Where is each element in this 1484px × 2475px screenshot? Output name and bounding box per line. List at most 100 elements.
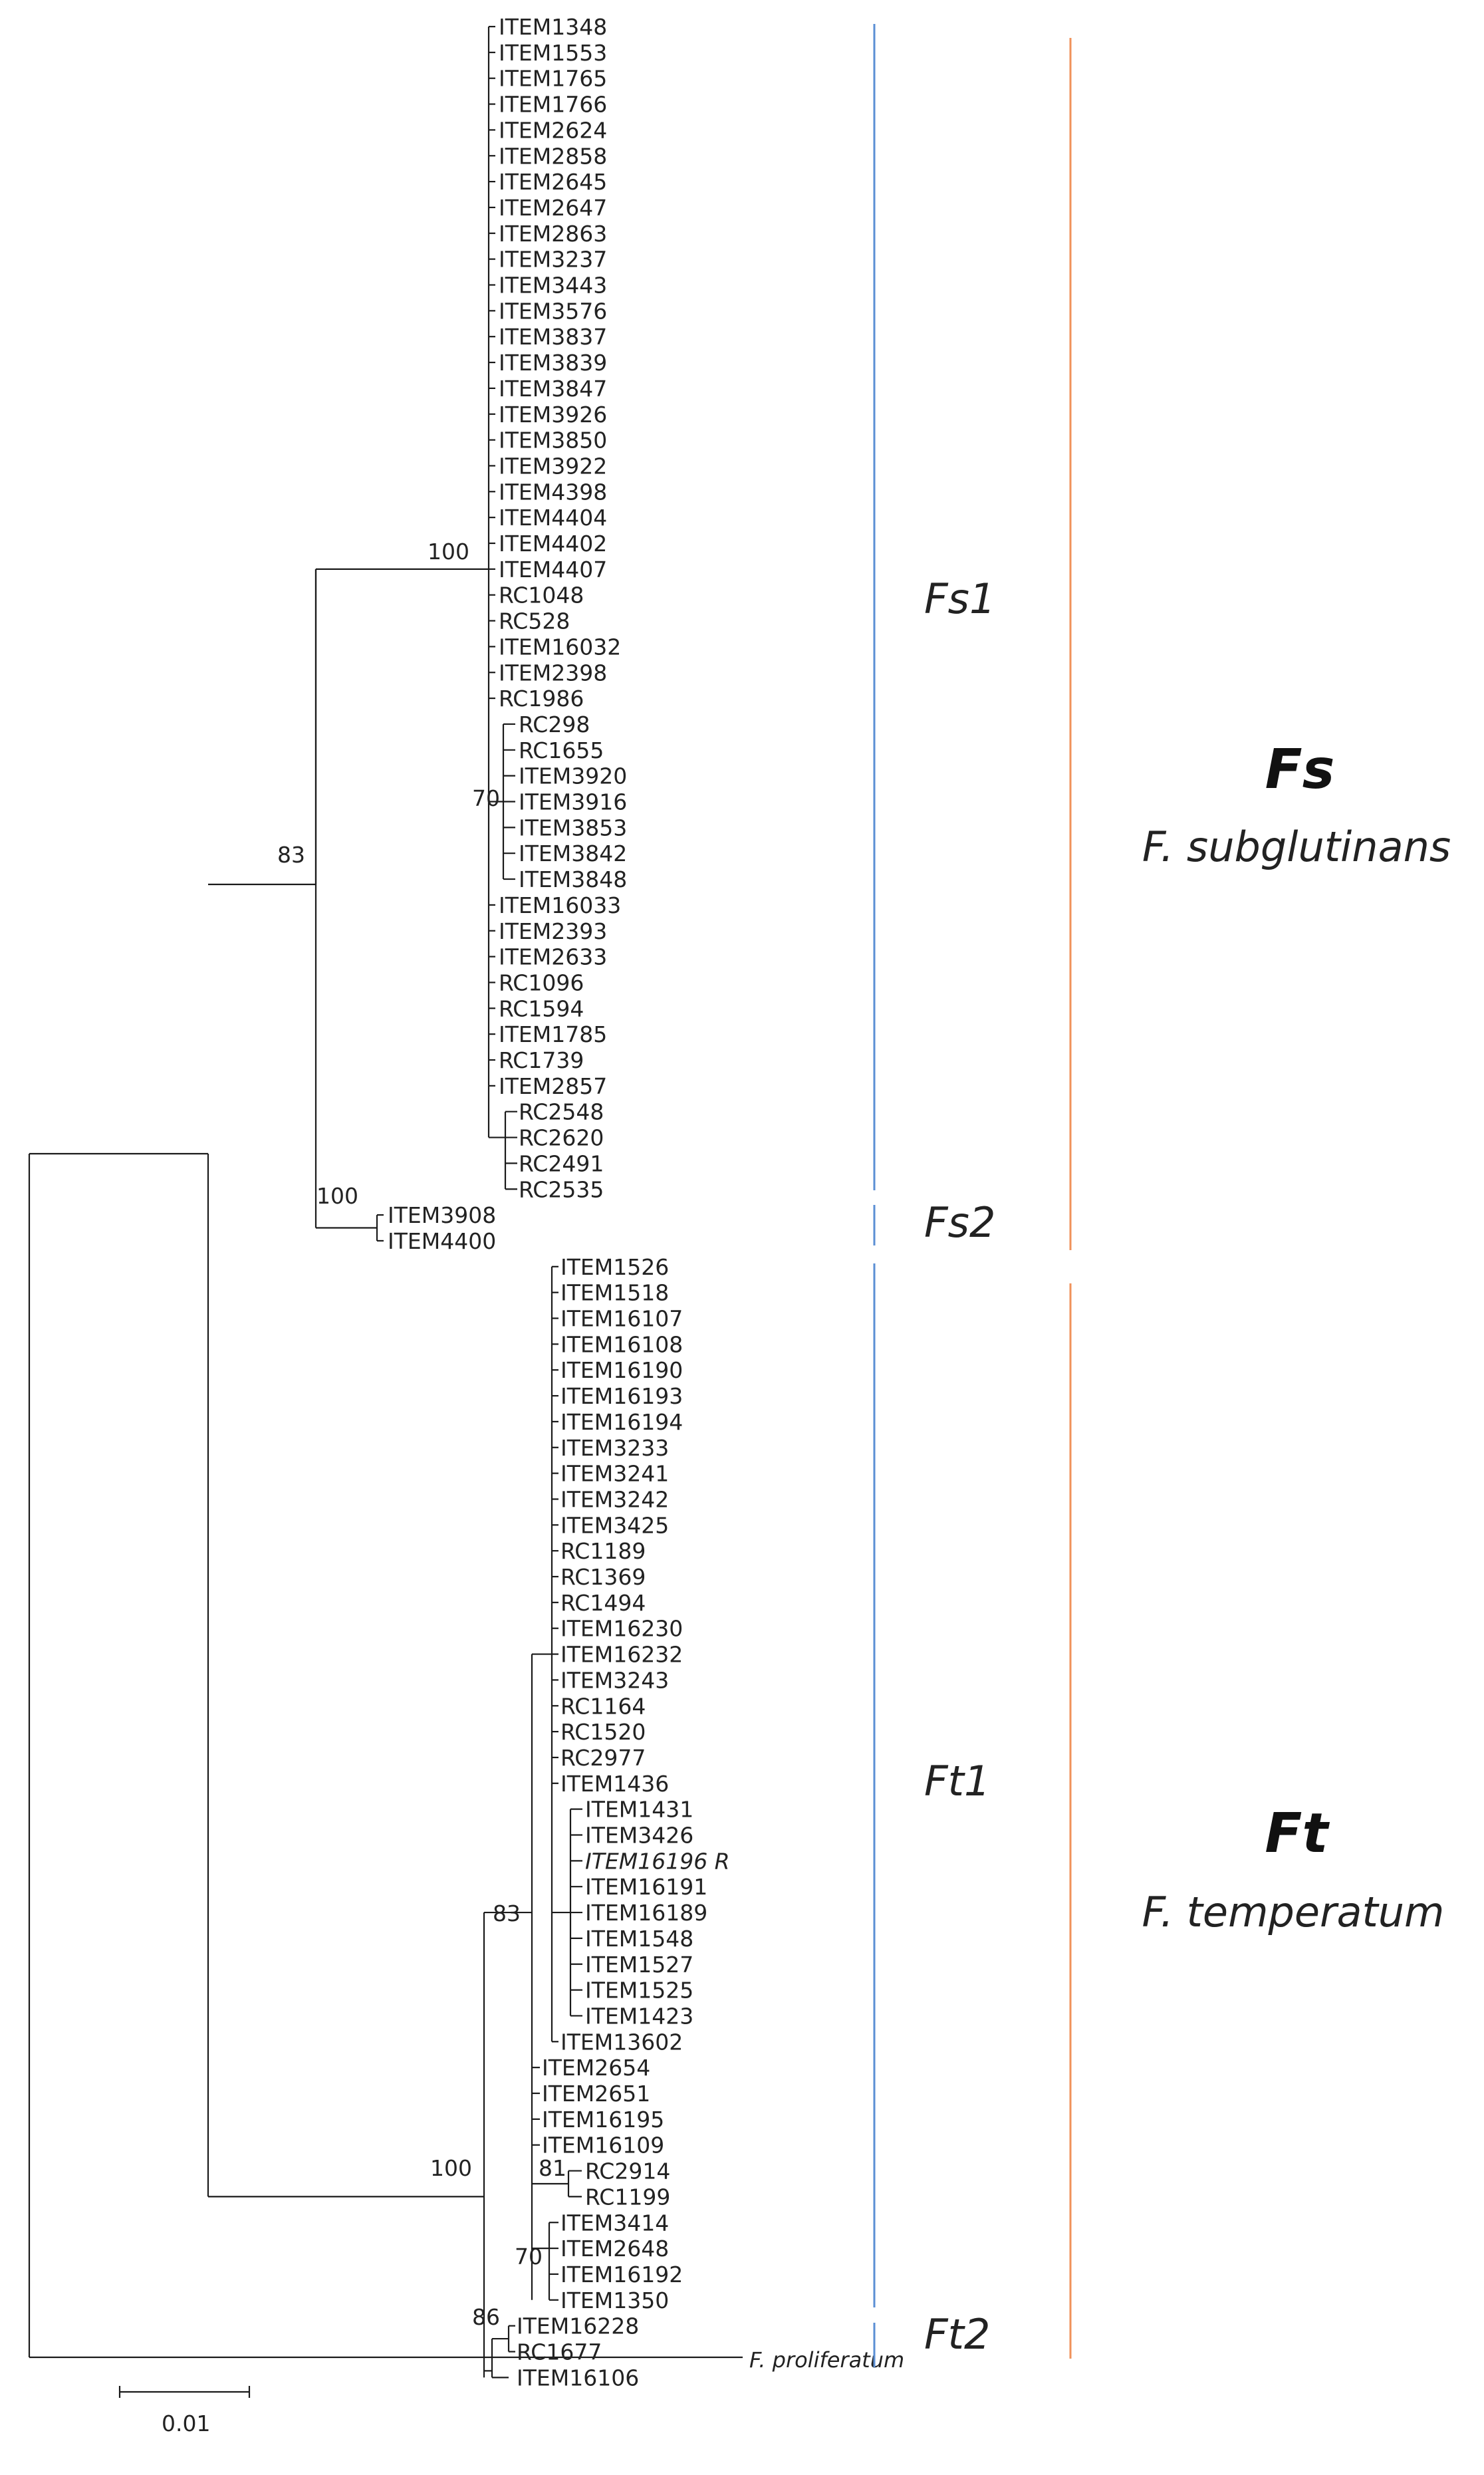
bootstrap-ft1-sub-a: 81 [539,2155,566,2181]
leaf-label: ITEM16032 [499,634,621,660]
leaf-label: RC2535 [519,1176,604,1202]
group-species-fs: F. subglutinans [1142,823,1451,871]
leaf-label: RC1677 [517,2339,602,2365]
leaf-label: ITEM3920 [519,763,627,789]
leaf-label: ITEM16189 [585,1900,707,1926]
leaf-label: ITEM2393 [499,918,607,944]
leaf-label: RC2491 [519,1150,604,1176]
leaf-label: ITEM1348 [499,14,607,40]
leaf-label: ITEM2648 [560,2236,669,2262]
leaf-label: RC1189 [560,1538,646,1564]
leaf-label: ITEM16195 [542,2107,664,2133]
leaf-label: RC1096 [499,970,584,995]
bootstrap-fs-node: 83 [277,842,305,868]
bootstrap-fs1-node: 100 [428,539,469,565]
leaf-label: ITEM3243 [560,1667,669,1693]
leaf-label: ITEM2633 [499,944,607,970]
leaf-label: ITEM1548 [585,1926,693,1952]
leaf-label: ITEM2624 [499,117,607,143]
leaf-label: ITEM13602 [560,2029,683,2055]
leaf-label: ITEM2651 [542,2081,650,2107]
leaf-label: RC298 [519,712,590,737]
leaf-label: RC1369 [560,1564,646,1590]
leaf-label: RC1739 [499,1047,584,1073]
leaf-label: RC1199 [585,2184,670,2210]
leaf-label: ITEM1553 [499,40,607,66]
clade-label-fs1: Fs1 [924,575,995,623]
leaf-label: ITEM16232 [560,1642,683,1668]
outgroup-label: F. proliferatum [749,2347,904,2373]
leaf-label: ITEM3241 [560,1461,669,1487]
leaf-label: ITEM1527 [585,1952,693,1978]
leaf-label: ITEM1766 [499,92,607,118]
leaf-label: ITEM4404 [499,505,607,531]
leaf-label: ITEM3414 [560,2210,669,2236]
leaf-label: ITEM1431 [585,1797,693,1823]
leaf-label: ITEM2398 [499,660,607,686]
leaf-label: ITEM4407 [499,557,607,583]
leaf-label: ITEM2858 [499,143,607,169]
leaf-label: ITEM16194 [560,1409,683,1435]
leaf-label: ITEM16228 [517,2313,639,2339]
leaf-label: ITEM4398 [499,479,607,505]
bootstrap-ft2-node: 86 [472,2304,500,2330]
leaf-label: ITEM1350 [560,2287,669,2313]
tree-branches [28,25,743,2379]
leaf-label: ITEM3837 [499,324,607,350]
leaf-label: RC1048 [499,583,584,608]
leaf-label: ITEM3926 [499,402,607,428]
leaf-label: ITEM3426 [585,1823,693,1849]
bootstrap-fs2-node: 100 [316,1183,358,1209]
leaf-label: ITEM16230 [560,1616,683,1642]
leaf-label: RC1164 [560,1693,646,1719]
leaf-label: ITEM3233 [560,1435,669,1461]
group-species-ft: F. temperatum [1142,1888,1445,1936]
scale-bar-label: 0.01 [162,2410,210,2436]
leaf-label: ITEM3425 [560,1512,669,1538]
leaf-label: ITEM3237 [499,247,607,273]
leaf-label: ITEM4402 [499,531,607,557]
leaf-label: ITEM16106 [517,2365,639,2391]
leaf-label: ITEM16033 [499,892,621,918]
leaf-label: ITEM3576 [499,298,607,324]
leaf-label: ITEM3443 [499,273,607,299]
leaf-label: ITEM16191 [585,1874,707,1900]
leaf-label: RC1494 [560,1590,646,1616]
leaf-label: RC528 [499,608,570,634]
leaf-label: ITEM3922 [499,453,607,479]
leaf-label: RC2977 [560,1745,646,1771]
leaf-label: ITEM3242 [560,1486,669,1512]
leaf-label: ITEM3916 [519,789,627,815]
clade-label-ft1: Ft1 [924,1757,990,1805]
leaf-label: ITEM3842 [519,841,627,866]
clade-label-fs2: Fs2 [924,1198,995,1247]
leaf-label: RC2914 [585,2158,670,2184]
leaf-label: ITEM1785 [499,1021,607,1047]
leaf-label: ITEM1526 [560,1254,669,1280]
leaf-label: ITEM16108 [560,1331,683,1357]
leaf-label: ITEM1423 [585,2003,693,2029]
leaf-label: ITEM3848 [519,866,627,892]
leaf-label: ITEM2863 [499,221,607,247]
leaf-label: ITEM16109 [542,2133,664,2158]
leaf-label: ITEM3853 [519,815,627,841]
leaf-label: RC1986 [499,686,584,712]
leaf-label: RC1655 [519,737,604,763]
leaf-label: RC1594 [499,995,584,1021]
leaf-label: ITEM16190 [560,1357,683,1383]
bootstrap-ft1-sub-b: 70 [515,2244,543,2270]
bootstrap-fs1-subclade: 70 [472,785,500,811]
group-code-ft: Ft [1265,1802,1330,1865]
leaf-label: ITEM4400 [388,1228,496,1254]
leaf-label: ITEM16192 [560,2262,683,2287]
leaf-label: ITEM3847 [499,376,607,402]
leaf-label: ITEM2654 [542,2055,650,2081]
leaf-label: RC1520 [560,1719,646,1745]
leaf-label: ITEM2857 [499,1073,607,1099]
leaf-label: ITEM1765 [499,66,607,92]
leaf-label: ITEM2647 [499,195,607,221]
leaf-label: RC2548 [519,1099,604,1125]
leaf-label: ITEM1436 [560,1771,669,1797]
leaf-label: ITEM2645 [499,169,607,195]
